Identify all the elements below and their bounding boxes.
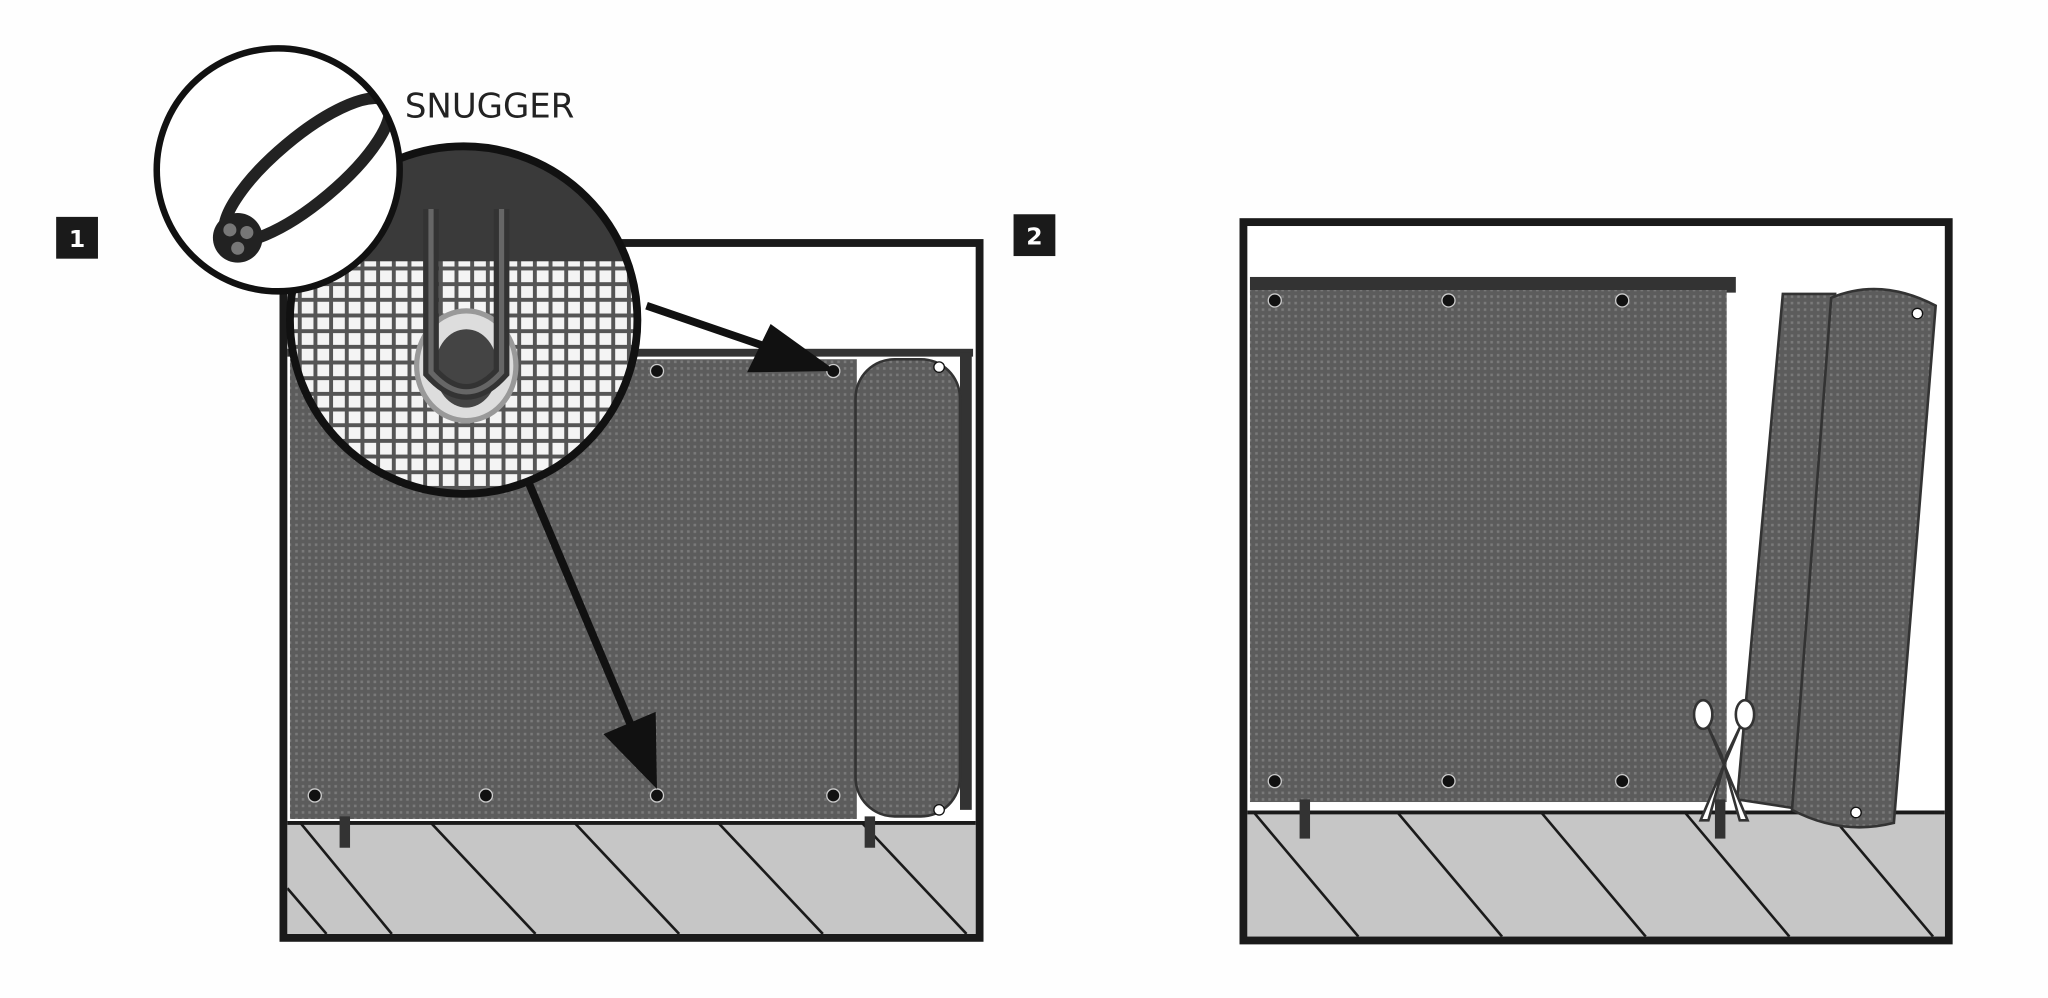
grommets xyxy=(1267,293,1630,789)
privacy-screen xyxy=(1249,290,1727,803)
step-number-2: 2 xyxy=(1026,222,1042,250)
step-badge-2 xyxy=(1013,214,1056,257)
screen-roll-cut-off xyxy=(1735,287,1938,829)
grommets xyxy=(307,363,841,803)
anchor-peg xyxy=(339,816,351,848)
screen-roll xyxy=(854,357,962,818)
snugger-detail-magnifier xyxy=(286,142,642,498)
floor xyxy=(287,822,976,934)
anchor-peg xyxy=(1714,799,1726,839)
floor xyxy=(1247,812,1945,937)
post xyxy=(960,352,972,810)
step-2-panel: 2 xyxy=(1013,214,1953,945)
arrow-to-bottom-grommet xyxy=(525,481,657,789)
top-rail xyxy=(1249,276,1736,293)
step-badge-1 xyxy=(56,216,98,259)
anchor-peg xyxy=(1299,799,1311,839)
anchor-peg xyxy=(864,816,876,848)
step-1-panel: SNUGGER 1 xyxy=(56,45,984,942)
snugger-label: SNUGGER xyxy=(405,87,574,127)
arrow-to-top-grommet xyxy=(645,301,836,373)
step-number-1: 1 xyxy=(69,225,85,253)
scissors-icon xyxy=(1692,698,1756,822)
